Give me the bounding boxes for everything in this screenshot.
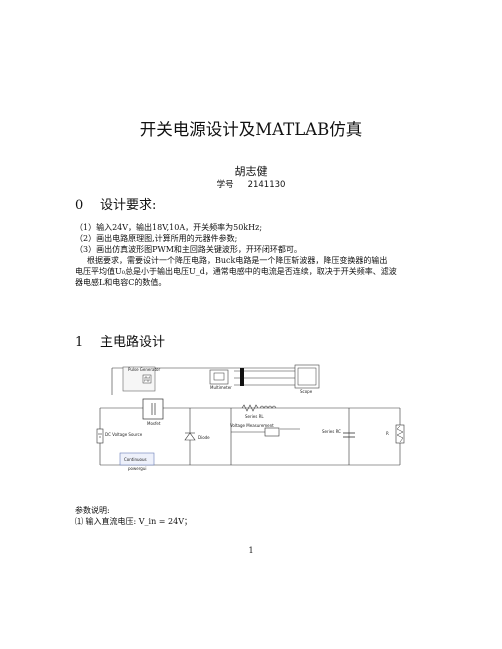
section-heading-requirements: 0 设计要求: — [75, 194, 156, 213]
mux-block — [240, 368, 244, 386]
student-id: 学号 2141130 — [0, 178, 502, 190]
voltage-measurement-block — [264, 427, 280, 437]
series-rl-label: Series RL — [245, 414, 264, 419]
voltage-measurement-label: Voltage Measurement — [230, 423, 274, 428]
section-number: 1 — [75, 335, 84, 350]
student-id-value: 2141130 — [247, 180, 286, 190]
resistor-icon — [241, 404, 259, 412]
section-heading-main-circuit: 1 主电路设计 — [75, 331, 165, 350]
paragraph-line: 根据要求，需要设计一个降压电路，Buck电路是一个降压斩波器，降压变换器的输出 — [87, 256, 388, 265]
mosfet-label: Mosfet — [147, 421, 161, 426]
section-title: 主电路设计 — [100, 335, 166, 350]
requirement-item: （2）画出电路原理图,计算所用的元器件参数; — [75, 234, 238, 243]
section-title: 设计要求: — [100, 198, 157, 213]
scope-label: Scope — [300, 389, 313, 394]
document-title: 开关电源设计及MATLAB仿真 — [139, 120, 363, 139]
pulse-generator-label: Pulse Generator — [128, 367, 160, 372]
author-name: 胡志健 — [234, 165, 268, 178]
powergui-label: powergui — [128, 466, 146, 471]
requirement-item: （1）输入24V，输出18V,10A，开关频率为50kHz; — [75, 223, 263, 232]
inductor-icon — [259, 405, 277, 409]
powergui-mode: Continuous — [124, 457, 147, 462]
load-resistor — [395, 424, 405, 444]
mosfet-block — [142, 398, 164, 420]
paragraph-line: 器电感L和电容C的数值。 — [75, 278, 167, 287]
load-label: R — [386, 431, 389, 436]
student-id-label: 学号 — [216, 180, 234, 190]
page-number: 1 — [248, 546, 254, 555]
parameter-heading: 参数说明: — [75, 506, 110, 515]
diode-icon — [184, 432, 196, 441]
requirement-item: （3）画出仿真波形图PWM和主回路关键波形，开环闭环都可。 — [75, 245, 302, 254]
multimeter-label: Multimeter — [210, 385, 232, 390]
paragraph-line: 电压平均值U₀总是小于输出电压U_d，通常电感中的电流是否连续，取决于开关频率、… — [75, 267, 397, 276]
section-number: 0 — [75, 198, 84, 213]
series-rc-label: Series RC — [322, 429, 341, 434]
buck-circuit-diagram: Pulse Generator Multimeter Scope Mosfet … — [96, 364, 405, 471]
powergui-block — [119, 452, 155, 466]
parameter-line: ⑴ 输入直流电压: V_in = 24V； — [75, 517, 193, 526]
dc-source-block — [96, 428, 104, 444]
diode-label: Diode — [198, 435, 210, 440]
dc-source-label: DC Voltage Source — [105, 432, 143, 437]
